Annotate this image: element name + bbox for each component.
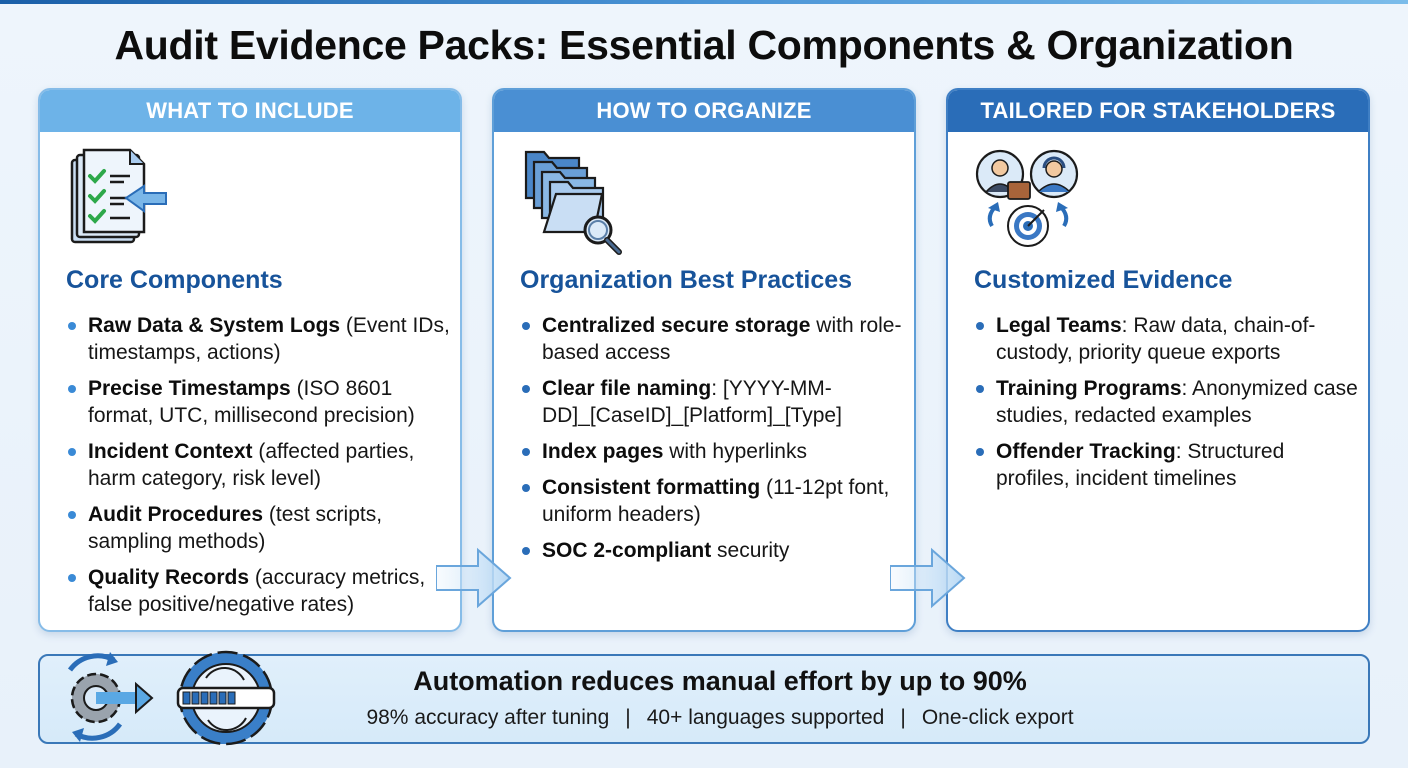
bullet-list: Legal Teams: Raw data, chain-of-custody,… bbox=[974, 312, 1362, 501]
separator: | bbox=[900, 706, 906, 729]
flow-arrow-icon bbox=[436, 547, 512, 609]
checklist-document-icon bbox=[64, 146, 184, 256]
list-item: Clear file naming: [YYYY-MM-DD]_[CaseID]… bbox=[520, 375, 908, 429]
list-item: Incident Context (affected parties, harm… bbox=[66, 438, 454, 492]
banner-title: Automation reduces manual effort by up t… bbox=[413, 666, 1027, 696]
card-header: WHAT TO INCLUDE bbox=[40, 90, 460, 132]
list-item: Legal Teams: Raw data, chain-of-custody,… bbox=[974, 312, 1362, 366]
bullet-list: Raw Data & System Logs (Event IDs, times… bbox=[66, 312, 454, 627]
section-title: Customized Evidence bbox=[974, 266, 1233, 294]
flow-arrow-icon bbox=[890, 547, 966, 609]
card-tailored-for-stakeholders: TAILORED FOR STAKEHOLDERS Customized Evi… bbox=[946, 88, 1370, 632]
list-item: Audit Procedures (test scripts, sampling… bbox=[66, 501, 454, 555]
page-title: Audit Evidence Packs: Essential Componen… bbox=[114, 22, 1294, 68]
stat-export: One-click export bbox=[921, 706, 1074, 729]
list-item: Consistent formatting (11-12pt font, uni… bbox=[520, 474, 908, 528]
list-item: Index pages with hyperlinks bbox=[520, 438, 908, 465]
list-item: Quality Records (accuracy metrics, false… bbox=[66, 564, 454, 618]
stakeholders-target-icon bbox=[972, 146, 1092, 256]
banner-stats: 98% accuracy after tuning | 40+ languages … bbox=[300, 706, 1140, 730]
card-header: HOW TO ORGANIZE bbox=[494, 90, 914, 132]
top-accent-bar bbox=[0, 0, 1408, 4]
list-item: Offender Tracking: Structured profiles, … bbox=[974, 438, 1362, 492]
list-item: Training Programs: Anonymized case studi… bbox=[974, 375, 1362, 429]
list-item: Centralized secure storage with role-bas… bbox=[520, 312, 908, 366]
section-title: Organization Best Practices bbox=[520, 266, 853, 294]
stat-accuracy: 98% accuracy after tuning bbox=[366, 706, 610, 729]
stat-languages: 40+ languages supported bbox=[646, 706, 885, 729]
section-title: Core Components bbox=[66, 266, 283, 294]
bullet-list: Centralized secure storage with role-bas… bbox=[520, 312, 908, 573]
list-item: Precise Timestamps (ISO 8601 format, UTC… bbox=[66, 375, 454, 429]
card-header: TAILORED FOR STAKEHOLDERS bbox=[948, 90, 1368, 132]
card-what-to-include: WHAT TO INCLUDE Core Components Raw Data… bbox=[38, 88, 462, 632]
list-item: Raw Data & System Logs (Event IDs, times… bbox=[66, 312, 454, 366]
folders-search-icon bbox=[518, 146, 638, 256]
list-item: SOC 2-compliant security bbox=[520, 537, 908, 564]
card-how-to-organize: HOW TO ORGANIZE Organization Best Practi… bbox=[492, 88, 916, 632]
automation-gears-icon bbox=[30, 642, 300, 754]
separator: | bbox=[625, 706, 631, 729]
